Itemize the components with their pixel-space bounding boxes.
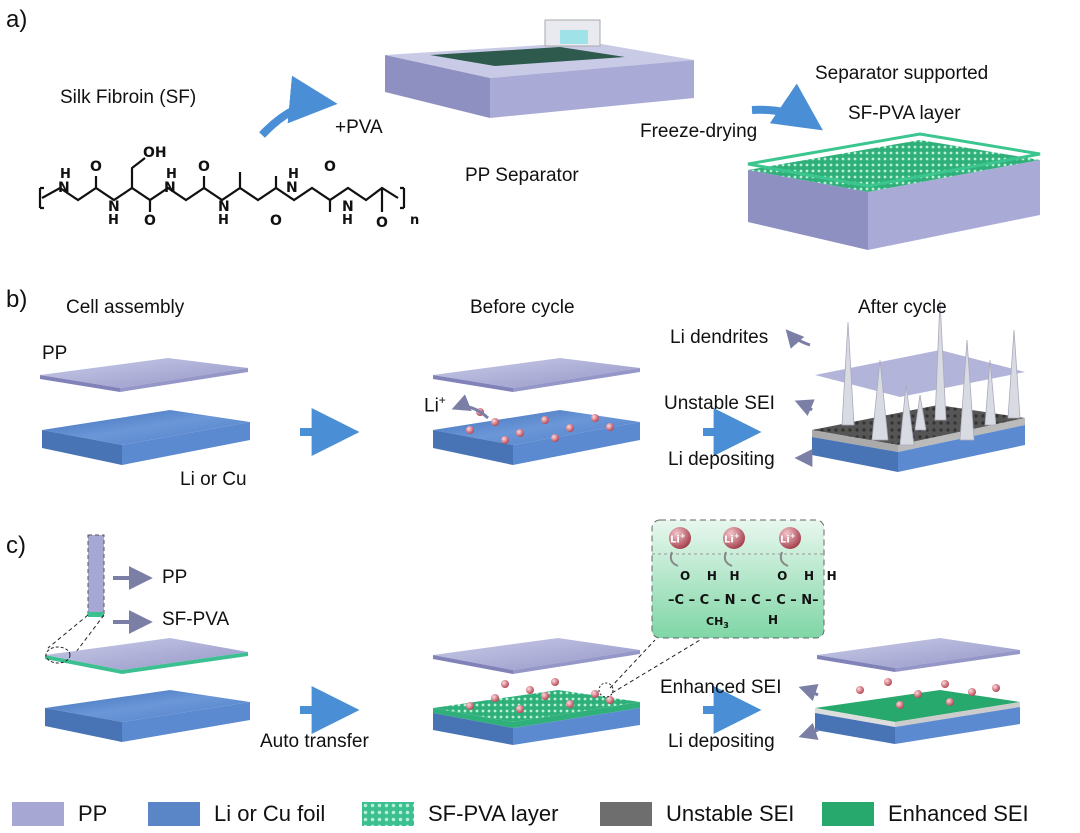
foil-block-b1: [42, 410, 250, 465]
pp-label-b: PP: [42, 343, 68, 364]
enhanced-sei-pointer: [798, 684, 819, 702]
pp-sheet-c2: [433, 638, 640, 674]
atom-o-3: O: [198, 159, 210, 175]
supported-label-line1: Separator supported: [815, 63, 989, 84]
li-ions-c2: [466, 678, 614, 713]
legend-swatch-enhanced: [822, 802, 874, 826]
atom-n-2: N: [108, 199, 120, 215]
li-ions-b2: [466, 408, 614, 444]
inset-ion-2: Li+: [724, 532, 740, 546]
pp-separator-block: [385, 19, 694, 118]
foil-block-c1: [45, 690, 250, 742]
legend-swatch-unstable: [600, 802, 652, 826]
li-or-cu-label: Li or Cu: [180, 469, 247, 490]
atom-o-1: O: [90, 159, 102, 175]
legend-label-sfpva: SF-PVA layer: [428, 801, 559, 826]
legend-unstable: Unstable SEI: [600, 800, 794, 828]
atom-h-5: H: [288, 167, 299, 182]
atom-n-6: N: [342, 199, 354, 215]
cell-assembly-label: Cell assembly: [66, 297, 185, 318]
unstable-sei-label: Unstable SEI: [664, 393, 775, 414]
atom-h-3: H: [166, 167, 177, 182]
panel-label-b: b): [6, 286, 28, 313]
inset-top-row: O H H O H H: [680, 569, 837, 583]
atom-n-4: N: [218, 199, 230, 215]
li-dendrites: [841, 299, 1021, 446]
legend-label-enhanced: Enhanced SEI: [888, 801, 1029, 826]
repeat-n: n: [410, 213, 420, 228]
pp-sheet-b1: [40, 358, 248, 392]
atom-h-4: H: [218, 213, 229, 228]
enhanced-sei-label: Enhanced SEI: [660, 677, 782, 698]
legend-sfpva: SF-PVA layer: [362, 800, 558, 828]
panel-label-a: a): [6, 6, 28, 33]
sf-pva-label: SF-PVA: [162, 609, 230, 630]
li-dendrites-label: Li dendrites: [670, 327, 769, 348]
enhanced-sei-stack: [815, 638, 1020, 744]
zoom-lines-c1: [47, 614, 105, 661]
li-plus-label: Li+: [424, 393, 446, 417]
atom-h-1: H: [60, 167, 71, 182]
atom-h-2: H: [108, 213, 119, 228]
dendrite-pointer: [785, 329, 811, 349]
pp-label-c: PP: [162, 567, 188, 588]
molecular-inset: [651, 519, 825, 639]
inset-h-low: H: [768, 613, 779, 627]
atom-o-5: O: [324, 159, 336, 175]
foil-block-b2: [433, 410, 640, 465]
supported-label-line2: SF-PVA layer: [848, 103, 961, 124]
before-cycle-label: Before cycle: [470, 297, 575, 318]
legend-label-pp: PP: [78, 801, 108, 826]
supported-separator-block: [747, 132, 1041, 250]
silk-fibroin-structure: [38, 157, 406, 212]
depositing-pointer-c: [798, 722, 819, 740]
sei-pointer: [794, 399, 815, 416]
li-plus-arrow: [451, 394, 489, 420]
pva-label: +PVA: [335, 117, 383, 138]
atom-h-6: H: [342, 213, 353, 228]
depositing-pointer: [794, 448, 813, 467]
atom-n-5: N: [286, 180, 298, 196]
inset-ion-1: Li+: [670, 532, 686, 546]
pp-strip-zoom: [87, 534, 105, 617]
panel-label-c: c): [6, 532, 26, 559]
inset-ch3: CH3: [706, 615, 729, 631]
after-cycle-label: After cycle: [858, 297, 947, 318]
atom-o-4: O: [270, 213, 282, 229]
li-depositing-label-c: Li depositing: [668, 731, 775, 752]
freeze-drying-label: Freeze-drying: [640, 121, 758, 142]
silk-fibroin-label: Silk Fibroin (SF): [60, 87, 197, 108]
arrow-add-pva: [259, 75, 338, 138]
legend-pp: PP: [12, 800, 107, 828]
atom-n-1: N: [58, 180, 70, 196]
arrow-freeze-drying: [751, 83, 823, 131]
oh-label: OH: [143, 145, 167, 161]
legend-swatch-sfpva: [362, 802, 414, 826]
inset-chain: –C – C – N – C – C – N–: [668, 593, 819, 608]
legend-swatch-foil: [148, 802, 200, 826]
zoom-lines-c2: [609, 639, 701, 694]
legend-label-foil: Li or Cu foil: [214, 801, 326, 826]
sfpva-foil-block-c2: [433, 690, 640, 745]
legend-foil: Li or Cu foil: [148, 800, 325, 828]
pp-separator-label: PP Separator: [465, 165, 579, 186]
legend-swatch-pp: [12, 802, 64, 826]
inset-ion-3: Li+: [780, 532, 796, 546]
auto-transfer-label: Auto transfer: [260, 731, 369, 752]
atom-o-6: O: [376, 215, 388, 231]
legend-enhanced: Enhanced SEI: [822, 800, 1029, 828]
atom-n-3: N: [164, 180, 176, 196]
li-depositing-label-b: Li depositing: [668, 449, 775, 470]
legend-label-unstable: Unstable SEI: [666, 801, 795, 826]
pp-sheet-b2: [433, 358, 640, 392]
atom-o-2: O: [144, 213, 156, 229]
pp-sfpva-sheet-c1: [45, 638, 248, 674]
